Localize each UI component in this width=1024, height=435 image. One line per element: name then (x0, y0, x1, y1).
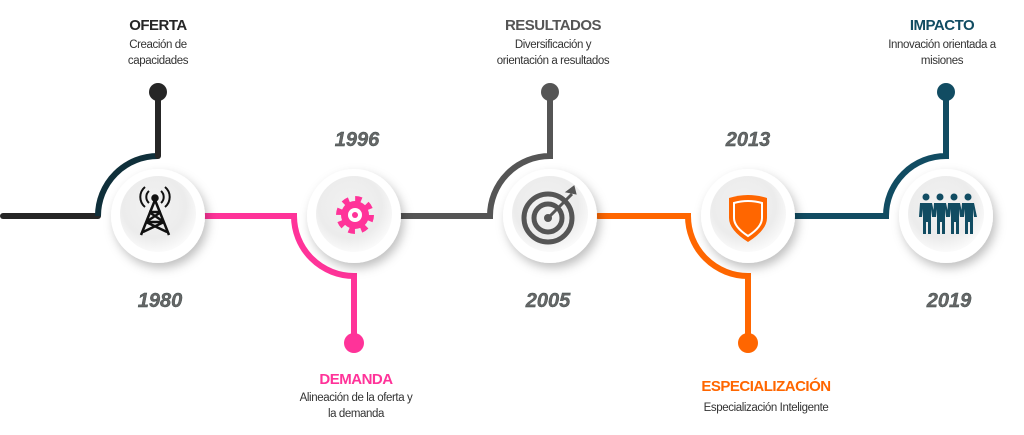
year-label: 1980 (138, 290, 183, 312)
connector-resultados (397, 83, 559, 219)
stage-desc-line: Creación de (129, 39, 187, 51)
year-label: 2019 (926, 290, 972, 312)
stage-circle-impacto (899, 169, 993, 263)
connector-demanda (202, 213, 364, 353)
year-label: 2013 (725, 129, 771, 151)
radio-tower-icon (139, 186, 171, 236)
oferta-dot (149, 83, 167, 101)
connector-especializacion (595, 213, 758, 353)
connector-impacto (792, 83, 955, 219)
stage-circle-especializacion (701, 169, 795, 263)
stage-circle-oferta (111, 169, 205, 263)
stage-title-resultados: RESULTADOS (505, 17, 602, 34)
year-label: 2005 (525, 290, 571, 312)
stage-circle-resultados (503, 169, 597, 263)
stage-desc-line: Especialización Inteligente (704, 402, 829, 414)
resultados-dot (541, 83, 559, 101)
especializacion-dot (738, 333, 758, 353)
stage-title-oferta: OFERTA (129, 17, 187, 34)
connector-oferta (0, 83, 167, 219)
stage-desc-line: orientación a resultados (497, 55, 610, 67)
stage-desc-line: Innovación orientada a (888, 39, 997, 51)
stage-desc-line: la demanda (328, 408, 385, 420)
stage-title-especializacion: ESPECIALIZACIÓN (701, 377, 830, 395)
shield-icon (729, 195, 767, 242)
stage-desc-line: Alineación de la oferta y (300, 392, 413, 404)
people-icon (919, 193, 977, 234)
gear-icon (336, 196, 374, 234)
stage-title-demanda: DEMANDA (319, 371, 393, 388)
demanda-dot (344, 333, 364, 353)
target-icon (521, 185, 577, 245)
stage-circle-demanda (307, 169, 401, 263)
impacto-dot (937, 83, 955, 101)
stage-desc-line: misiones (921, 55, 964, 67)
stage-desc-line: capacidades (128, 55, 189, 67)
stage-title-impacto: IMPACTO (910, 17, 975, 34)
year-label: 1996 (335, 129, 380, 151)
stage-desc-line: Diversificación y (515, 39, 592, 51)
